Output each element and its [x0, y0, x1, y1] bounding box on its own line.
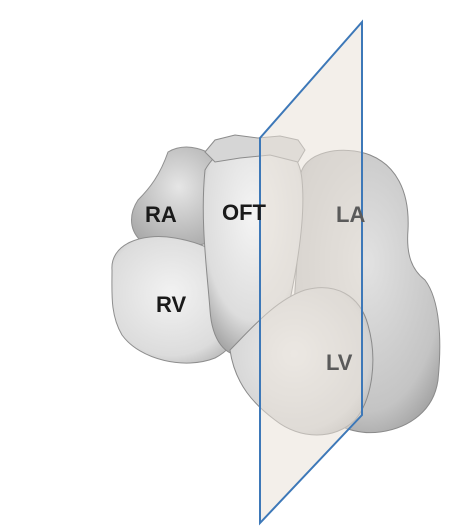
section-plane [260, 22, 362, 523]
label-la: LA [336, 202, 365, 227]
label-lv: LV [326, 350, 353, 375]
label-rv: RV [156, 292, 186, 317]
label-oft: OFT [222, 200, 267, 225]
label-ra: RA [145, 202, 177, 227]
